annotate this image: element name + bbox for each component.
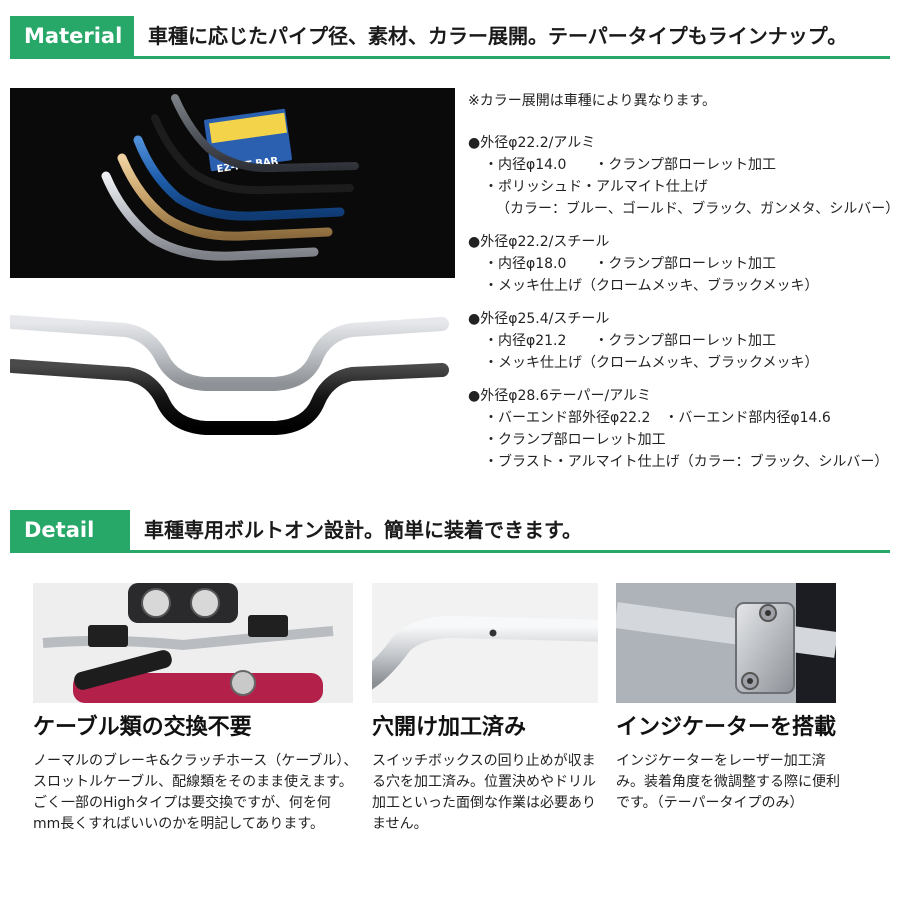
- spec-group: ●外径φ22.2/アルミ ・内径φ14.0 ・クランプ部ローレット加工 ・ポリッ…: [468, 132, 900, 220]
- spec-heading: ●外径φ28.6テーパー/アルミ: [468, 388, 652, 404]
- detail-feature-cables: ケーブル類の交換不要 ノーマルのブレーキ&クラッチホース（ケーブル）、スロットル…: [33, 713, 358, 835]
- spec-group: ●外径φ25.4/スチール ・内径φ21.2 ・クランプ部ローレット加工 ・メッ…: [468, 308, 898, 374]
- detail-feature-holes: 穴開け加工済み スイッチボックスの回り止めが収まる穴を加工済み。位置決めやドリル…: [372, 713, 607, 835]
- spec-color-options: （カラー：ブルー、ゴールド、ブラック、ガンメタ、シルバー）: [496, 201, 900, 217]
- black-handlebar: [5, 359, 449, 435]
- spec-heading: ●外径φ22.2/アルミ: [468, 135, 596, 151]
- spec-group: ●外径φ28.6テーパー/アルミ ・バーエンド部外径φ22.2 ・バーエンド部内…: [468, 385, 898, 473]
- feature-body: スイッチボックスの回り止めが収まる穴を加工済み。位置決めやドリル加工といった面倒…: [372, 753, 596, 832]
- spec-heading: ●外径φ22.2/スチール: [468, 234, 610, 250]
- clamp-illustration: [616, 583, 836, 703]
- detail-badge: Detail: [10, 510, 130, 550]
- detail-title: 車種専用ボルトオン設計。簡単に装着できます。: [144, 518, 582, 542]
- spec-line: ・内径φ18.0 ・クランプ部ローレット加工: [484, 256, 776, 272]
- spec-line: ・ポリッシュド・アルマイト仕上げ: [484, 179, 708, 195]
- spec-note: ※カラー展開は車種により異なります。: [468, 93, 717, 109]
- silver-handlebar: [5, 315, 449, 391]
- header-rule: [10, 56, 890, 59]
- spec-line: ・クランプ部ローレット加工: [484, 432, 666, 448]
- handlebar-closeup-illustration: [5, 315, 449, 435]
- bar-hole-illustration: [372, 583, 598, 703]
- spec-group: ●外径φ22.2/スチール ・内径φ18.0 ・クランプ部ローレット加工 ・メッ…: [468, 231, 898, 297]
- spec-line: ・メッキ仕上げ（クロームメッキ、ブラックメッキ）: [484, 278, 819, 294]
- drilled-hole-photo: [372, 583, 598, 703]
- indicator-clamp-photo: [616, 583, 836, 703]
- spec-line: ・内径φ21.2 ・クランプ部ローレット加工: [484, 333, 776, 349]
- feature-heading: ケーブル類の交換不要: [33, 715, 252, 740]
- spec-heading: ●外径φ25.4/スチール: [468, 311, 610, 327]
- spec-line: ・内径φ14.0 ・クランプ部ローレット加工: [484, 157, 776, 173]
- spec-list: ※カラー展開は車種により異なります。 ●外径φ22.2/アルミ ・内径φ14.0…: [468, 90, 900, 484]
- cockpit-illustration: [33, 583, 353, 703]
- detail-feature-indicator: インジケーターを搭載 インジケーターをレーザー加工済み。装着角度を微調整する際に…: [616, 713, 841, 814]
- material-badge: Material: [10, 16, 134, 56]
- handlebar-closeup-photo: [5, 300, 455, 460]
- motorcycle-cockpit-photo: [33, 583, 353, 703]
- feature-heading: 穴開け加工済み: [372, 715, 527, 740]
- feature-heading: インジケーターを搭載: [616, 715, 837, 740]
- spec-line: ・バーエンド部外径φ22.2 ・バーエンド部内径φ14.6: [484, 410, 831, 426]
- feature-body: インジケーターをレーザー加工済み。装着角度を微調整する際に便利です。（テーパータ…: [616, 753, 840, 811]
- spec-line: ・メッキ仕上げ（クロームメッキ、ブラックメッキ）: [484, 355, 819, 371]
- handlebar-lineup-illustration: EZ-FIT BAR: [101, 94, 359, 261]
- material-title: 車種に応じたパイプ径、素材、カラー展開。テーパータイプもラインナップ。: [148, 24, 848, 48]
- detail-section-header: Detail 車種専用ボルトオン設計。簡単に装着できます。: [10, 510, 890, 553]
- material-section-header: Material 車種に応じたパイプ径、素材、カラー展開。テーパータイプもライン…: [10, 16, 890, 59]
- drilled-hole-icon: [489, 629, 497, 637]
- handlebar-lineup-photo: EZ-FIT BAR: [10, 88, 455, 278]
- header-rule: [10, 550, 890, 553]
- feature-body: ノーマルのブレーキ&クラッチホース（ケーブル）、スロットルケーブル、配線類をその…: [33, 753, 358, 832]
- spec-line: ・ブラスト・アルマイト仕上げ（カラー：ブラック、シルバー）: [484, 454, 889, 470]
